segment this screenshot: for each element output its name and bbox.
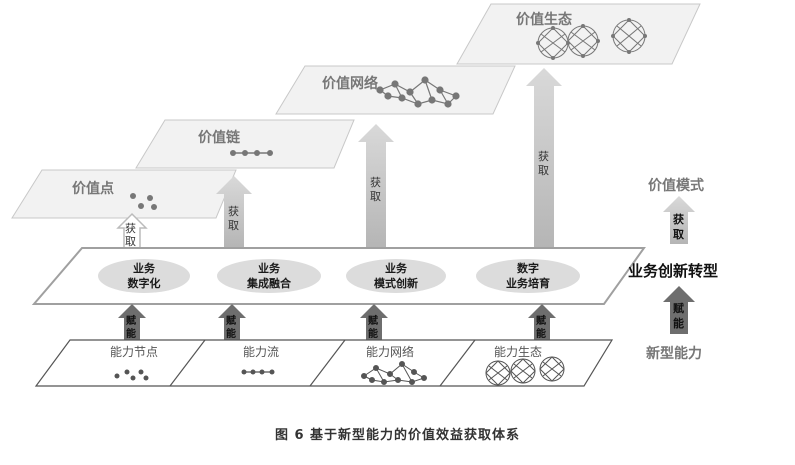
- capability-divider-2: [309, 339, 346, 387]
- figure-caption: 图 6 基于新型能力的价值效益获取体系: [274, 428, 521, 443]
- capability-divider-3: [439, 339, 476, 387]
- value-chain-layer: [135, 119, 355, 169]
- empower-arrow-2: [218, 304, 246, 342]
- acquire-arrow-2-text-bottom: 取: [228, 219, 239, 232]
- business-model-innovation-line1: 业务: [385, 261, 408, 275]
- acquire-arrow-4-text-bottom: 取: [538, 164, 549, 177]
- acquire-arrow-1-text-top: 获: [125, 222, 136, 235]
- capability-flow-chain-icon: [241, 369, 275, 375]
- legend-value-mode: 价值模式: [648, 177, 704, 194]
- business-digitization-line1: 业务: [133, 261, 156, 275]
- acquire-arrow-2-text-top: 获: [228, 205, 239, 218]
- legend-empower-text-top: 赋: [673, 301, 684, 315]
- acquire-arrow-3: [358, 124, 394, 248]
- value-ecology-spheres-icon: [536, 18, 647, 60]
- empower-arrow-3-text-bottom: 能: [368, 327, 378, 340]
- acquire-arrow-3-text-top: 获: [370, 176, 381, 189]
- legend-new-capability: 新型能力: [646, 345, 702, 362]
- legend-empower-text-bottom: 能: [673, 316, 684, 330]
- legend-empower-arrow: [663, 286, 695, 334]
- value-network-label: 价值网络: [322, 75, 378, 92]
- digital-business-cultivation-line1: 数字: [517, 261, 539, 275]
- empower-arrow-4-text-top: 赋: [536, 314, 546, 327]
- capability-base-layer: [34, 339, 614, 387]
- legend-acquire-arrow: [663, 196, 695, 244]
- legend-acquire-text-bottom: 取: [673, 228, 684, 241]
- acquire-arrow-1-text-bottom: 取: [125, 235, 136, 248]
- business-integration-line2: 集成融合: [246, 276, 292, 290]
- capability-flow-label: 能力流: [243, 345, 279, 359]
- business-transformation-slab: [31, 247, 646, 305]
- capability-ecology-spheres-icon: [485, 356, 565, 386]
- empower-arrow-1: [118, 304, 146, 342]
- value-network-layer: [275, 65, 516, 115]
- value-point-label: 价值点: [72, 180, 114, 197]
- business-digitization-ellipse: [98, 259, 190, 293]
- value-ecology-layer: [456, 3, 701, 65]
- capability-ecology-label: 能力生态: [494, 345, 542, 359]
- value-chain-label: 价值链: [198, 129, 241, 146]
- empower-arrow-3-text-top: 赋: [368, 314, 378, 327]
- value-chain-icon: [230, 150, 273, 156]
- capability-divider-1: [169, 339, 206, 387]
- empower-arrow-1-text-top: 赋: [126, 314, 136, 327]
- business-model-innovation-ellipse: [346, 259, 446, 293]
- business-digitization-line2: 数字化: [128, 276, 161, 290]
- legend-acquire-text-top: 获: [673, 212, 684, 226]
- capability-node-label: 能力节点: [110, 345, 158, 359]
- digital-business-cultivation-ellipse: [476, 259, 580, 293]
- acquire-arrow-4: [526, 68, 562, 248]
- value-network-icon: [376, 76, 460, 108]
- empower-arrow-3: [360, 304, 388, 342]
- acquire-arrow-4-text-top: 获: [538, 150, 549, 163]
- capability-network-icon: [361, 361, 427, 385]
- digital-business-cultivation-line2: 业务培育: [506, 276, 550, 290]
- acquire-arrow-2: [216, 176, 252, 248]
- value-ecology-label: 价值生态: [516, 11, 572, 28]
- capability-network-label: 能力网络: [366, 344, 414, 359]
- legend-business-transformation: 业务创新转型: [628, 262, 718, 280]
- business-integration-line1: 业务: [258, 261, 281, 275]
- acquire-arrow-1: [116, 212, 148, 249]
- business-model-innovation-line2: 模式创新: [374, 276, 418, 290]
- business-integration-ellipse: [217, 259, 321, 293]
- empower-arrow-4-text-bottom: 能: [536, 327, 546, 340]
- value-point-layer: [11, 169, 237, 219]
- capability-node-dots-icon: [114, 369, 149, 381]
- empower-arrow-2-text-bottom: 能: [226, 327, 236, 340]
- empower-arrow-4: [528, 304, 556, 342]
- empower-arrow-2-text-top: 赋: [226, 314, 236, 327]
- value-point-dots-icon: [130, 193, 157, 210]
- acquire-arrow-3-text-bottom: 取: [370, 190, 381, 203]
- empower-arrow-1-text-bottom: 能: [126, 327, 136, 340]
